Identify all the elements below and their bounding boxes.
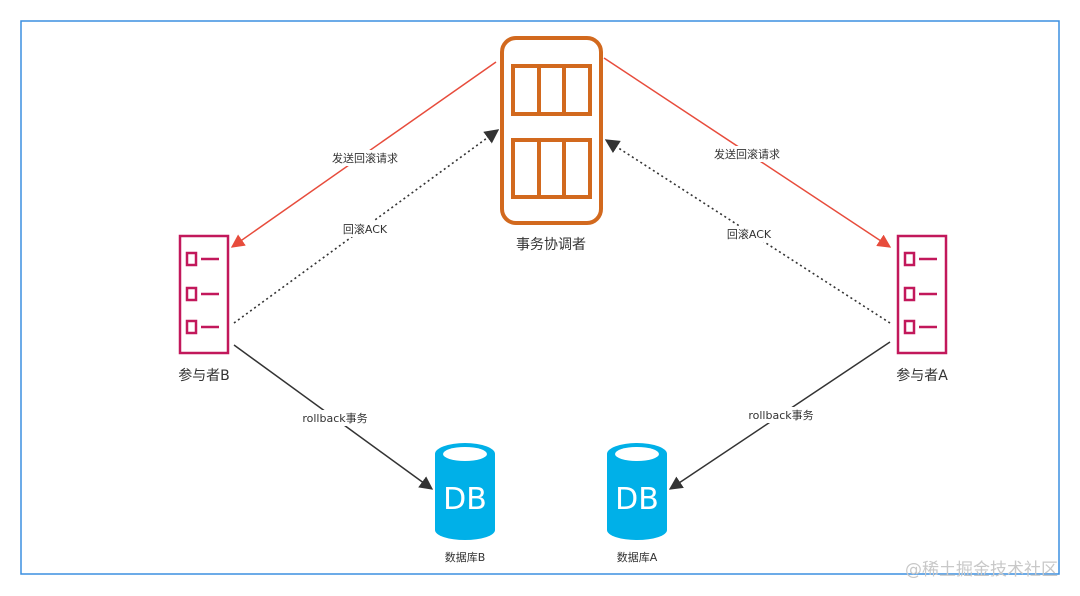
svg-text:发送回滚请求: 发送回滚请求 xyxy=(714,147,780,161)
database-icon: DB xyxy=(435,443,495,540)
database-b-label: 数据库B xyxy=(445,550,486,564)
database-a-icon-text: DB xyxy=(615,482,659,517)
watermark: @稀土掘金技术社区 xyxy=(905,560,1058,580)
edge-label-ack-b: 回滚ACK xyxy=(338,221,392,237)
database-a-label: 数据库A xyxy=(617,550,658,564)
edge-label-ack-a: 回滚ACK xyxy=(722,226,776,242)
edge-ack-a xyxy=(604,139,891,324)
svg-text:rollback事务: rollback事务 xyxy=(302,412,367,425)
svg-text:发送回滚请求: 发送回滚请求 xyxy=(332,151,398,165)
participant-b-label: 参与者B xyxy=(178,367,230,384)
edge-label-send-rollback-b: 发送回滚请求 xyxy=(330,150,400,166)
coordinator-node: 事务协调者 xyxy=(500,36,603,253)
database-a-node: DB 数据库A xyxy=(607,443,667,564)
checklist-icon xyxy=(896,234,948,355)
svg-text:回滚ACK: 回滚ACK xyxy=(727,227,772,241)
edge-label-rollback-tx-a: rollback事务 xyxy=(746,407,816,423)
svg-text:rollback事务: rollback事务 xyxy=(748,409,813,422)
database-icon: DB xyxy=(607,443,667,540)
server-rack-icon xyxy=(500,36,603,225)
database-b-node: DB 数据库B xyxy=(435,443,495,564)
svg-text:回滚ACK: 回滚ACK xyxy=(343,222,388,236)
participant-a-node: 参与者A xyxy=(896,234,948,384)
participant-b-node: 参与者B xyxy=(178,234,230,384)
edge-label-rollback-tx-b: rollback事务 xyxy=(300,410,370,426)
coordinator-label: 事务协调者 xyxy=(516,237,586,253)
checklist-icon xyxy=(178,234,230,355)
edge-label-send-rollback-a: 发送回滚请求 xyxy=(712,146,782,162)
diagram-frame xyxy=(20,20,1060,575)
database-b-icon-text: DB xyxy=(443,482,487,517)
participant-a-label: 参与者A xyxy=(896,367,948,384)
